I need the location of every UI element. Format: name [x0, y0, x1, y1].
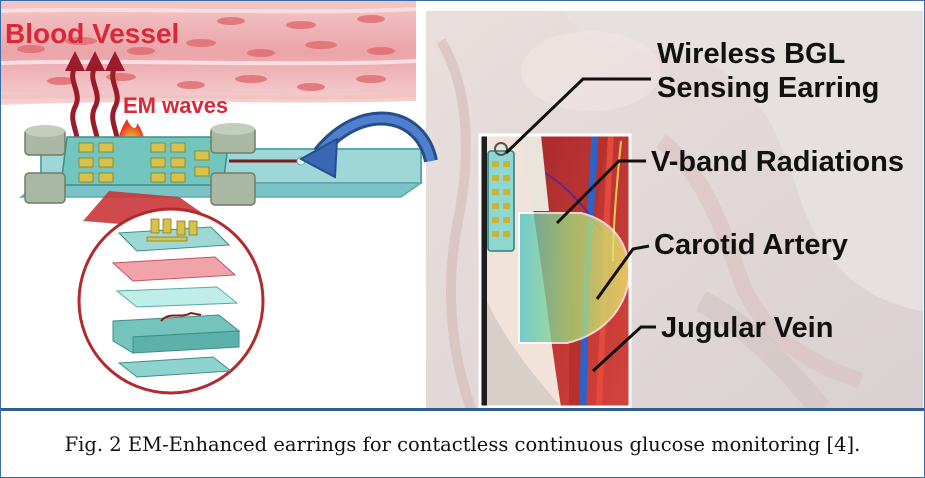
- figure-caption: Fig. 2 EM-Enhanced earrings for contactl…: [64, 432, 861, 456]
- exploded-layers: [111, 218, 241, 378]
- sensor-board: [18, 123, 424, 206]
- earring-label-line1: Wireless BGL: [657, 38, 845, 70]
- jugular-label: Jugular Vein: [661, 312, 833, 344]
- earring-device: [487, 142, 515, 252]
- caption-divider: [1, 408, 924, 411]
- neck-inset: [480, 135, 630, 407]
- radiations-label: V-band Radiations: [651, 146, 904, 178]
- leader-lines: [504, 77, 656, 373]
- carotid-label: Carotid Artery: [654, 229, 848, 261]
- earring-label-line2: Sensing Earring: [657, 72, 879, 104]
- zoom-arrow: [298, 111, 438, 179]
- em-waves-label: EM waves: [123, 93, 228, 118]
- blood-vessel: [1, 1, 417, 105]
- blood-vessel-label: Blood Vessel: [5, 18, 179, 49]
- figure-illustration: Wireless BGL Sensing Earring V-band Radi…: [1, 1, 924, 409]
